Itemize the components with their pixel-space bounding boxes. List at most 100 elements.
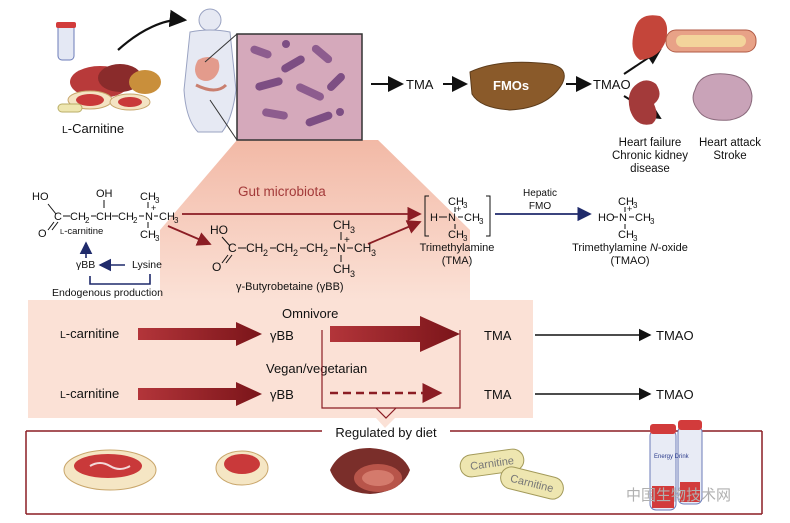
tmao-caption-2: (TMAO) <box>610 255 649 267</box>
svg-text:3: 3 <box>633 201 638 210</box>
roast-beef-icon <box>330 448 410 494</box>
svg-text:Energy Drink: Energy Drink <box>654 454 690 460</box>
svg-text:3: 3 <box>350 225 355 235</box>
energy-drink-bottles-icon: Energy Drink <box>649 420 703 511</box>
svg-text:2: 2 <box>85 216 90 225</box>
svg-text:CH: CH <box>635 212 651 224</box>
svg-text:HO: HO <box>32 191 49 203</box>
outcome-heart-attack: Heart attack <box>699 137 761 149</box>
top-tma: TMA <box>406 77 434 92</box>
regulation-bracket <box>321 330 461 409</box>
gbb-caption: γ-Butyrobetaine (γBB) <box>236 281 344 293</box>
svg-text:CH: CH <box>140 229 156 241</box>
brain-illustration <box>692 73 753 121</box>
svg-text:+: + <box>344 235 350 246</box>
svg-text:2: 2 <box>133 216 138 225</box>
svg-text:3: 3 <box>350 269 355 279</box>
omni-carnitine-to-gbb-arrow <box>138 322 262 346</box>
food-to-body-arrow <box>117 9 188 51</box>
svg-text:CH: CH <box>306 241 323 255</box>
carnitine-pills-icon: Carnitine Carnitine <box>459 448 564 500</box>
svg-text:+: + <box>627 204 632 214</box>
svg-text:3: 3 <box>371 248 376 258</box>
carnitine-to-gbb-arrow <box>167 225 212 246</box>
svg-text:CH: CH <box>464 212 480 224</box>
svg-text:HO: HO <box>598 212 615 224</box>
omni-tmao: TMAO <box>656 328 694 343</box>
veg-gbb: γBB <box>270 387 294 402</box>
veg-carnitine: L-carnitine <box>60 386 119 401</box>
svg-text:N: N <box>448 212 456 224</box>
svg-text:3: 3 <box>155 196 160 205</box>
carnitine-label: L-Carnitine <box>62 121 124 136</box>
svg-text:O: O <box>38 228 47 240</box>
svg-text:CH: CH <box>618 229 634 241</box>
veg-tma: TMA <box>484 387 512 402</box>
svg-text:O: O <box>212 260 221 274</box>
kidney-illustration <box>628 80 660 125</box>
top-tmao: TMAO <box>593 77 631 92</box>
outcome-disease: disease <box>630 163 670 175</box>
svg-text:CH: CH <box>96 211 112 223</box>
svg-text:2: 2 <box>293 248 298 258</box>
omni-tma: TMA <box>484 328 512 343</box>
regulated-label: Regulated by diet <box>335 425 437 440</box>
svg-text:CH: CH <box>333 218 350 232</box>
human-body-illustration <box>183 8 237 133</box>
svg-text:3: 3 <box>633 234 638 243</box>
steak-icon <box>63 449 157 491</box>
svg-text:CH: CH <box>118 211 134 223</box>
svg-text:3: 3 <box>155 234 160 243</box>
liver-illustration <box>469 61 565 111</box>
svg-text:CH: CH <box>618 196 634 208</box>
regulation-bracket-notch <box>375 407 397 419</box>
svg-text:3: 3 <box>463 234 468 243</box>
svg-text:CH: CH <box>159 211 175 223</box>
svg-text:N: N <box>619 212 627 224</box>
zoom-line-bottom <box>209 99 238 141</box>
svg-text:2: 2 <box>323 248 328 258</box>
endogenous-label: Endogenous production <box>52 287 163 299</box>
svg-text:+: + <box>456 204 461 214</box>
omnivore-label: Omnivore <box>282 306 338 321</box>
svg-text:CH: CH <box>333 262 350 276</box>
tma-caption-1: Trimethylamine <box>420 242 495 254</box>
gut-microbiota-label: Gut microbiota <box>238 184 326 199</box>
svg-text:N: N <box>337 241 346 255</box>
outcome-heart-failure: Heart failure <box>619 137 682 149</box>
svg-text:CH: CH <box>246 241 263 255</box>
endo-gbb: γBB <box>76 259 95 271</box>
svg-text:CH: CH <box>448 196 464 208</box>
diet-panel <box>28 300 533 418</box>
svg-text:CH: CH <box>448 229 464 241</box>
svg-text:2: 2 <box>263 248 268 258</box>
heart-artery-illustration <box>632 15 757 60</box>
svg-text:+: + <box>151 203 156 213</box>
food-sources-illustration <box>56 22 161 113</box>
tmao-caption-1: Trimethylamine N-oxide <box>572 242 688 254</box>
svg-text:CH: CH <box>354 241 371 255</box>
svg-text:3: 3 <box>650 217 655 226</box>
svg-text:N: N <box>145 211 153 223</box>
svg-text:C: C <box>54 211 62 223</box>
lysine-to-gbb-arrow <box>89 274 151 285</box>
watermark: 中国生物技术网 <box>626 487 731 504</box>
gbb-to-tma-arrow <box>367 220 422 245</box>
svg-text:CH: CH <box>140 191 156 203</box>
carnitine-caption: L-carnitine <box>60 226 103 237</box>
vegan-label: Vegan/vegetarian <box>266 361 367 376</box>
fmos-label: FMOs <box>493 78 529 93</box>
svg-text:C: C <box>228 241 237 255</box>
outcome-stroke: Stroke <box>713 150 746 162</box>
gut-bacteria-inset <box>236 33 363 141</box>
svg-text:3: 3 <box>463 201 468 210</box>
svg-text:3: 3 <box>479 217 484 226</box>
diet-panel-notch <box>376 418 395 428</box>
omni-carnitine: L-carnitine <box>60 326 119 341</box>
svg-text:3: 3 <box>174 216 179 225</box>
